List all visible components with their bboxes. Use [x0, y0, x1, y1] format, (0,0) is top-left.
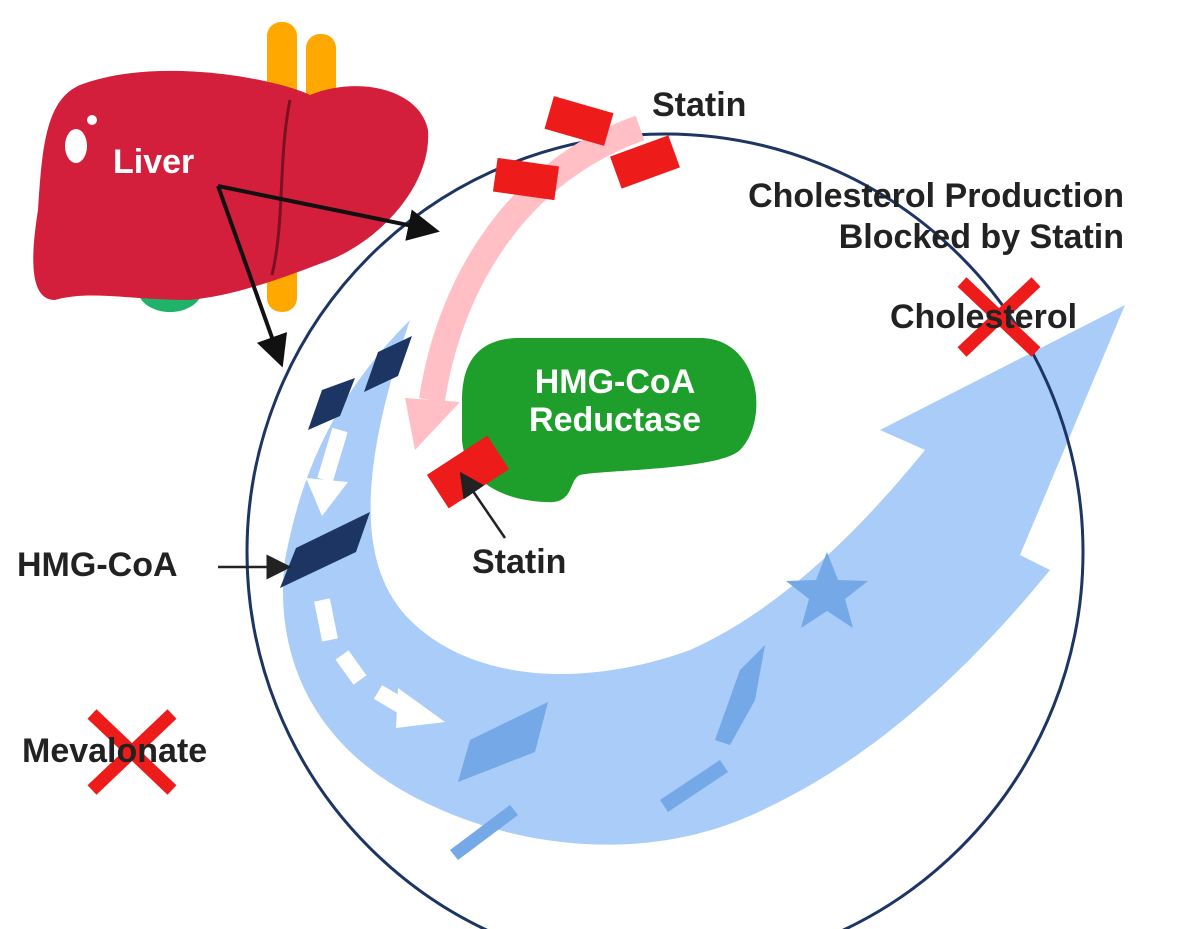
statin-molecule — [610, 135, 680, 189]
pathway-dash-head — [306, 478, 348, 516]
pathway-shape — [715, 645, 765, 745]
cholesterol-label: Cholesterol — [890, 298, 1077, 336]
pathway-shape — [660, 760, 728, 812]
block-cross-icon — [957, 277, 1041, 357]
statin-pointer — [459, 471, 507, 539]
statin-molecule — [492, 157, 560, 201]
pathway-dash — [335, 650, 367, 685]
mevalonate-label: Mevalonate — [22, 732, 207, 770]
pathway-dash-head — [396, 688, 445, 728]
pathway-dash — [314, 598, 338, 642]
liver-shape — [33, 70, 429, 300]
statin-path-arrow — [405, 115, 645, 450]
liver-organ-icon: Liver — [33, 22, 429, 312]
liver-label: Liver — [113, 143, 194, 181]
blocked-label-line2: Blocked by Statin — [839, 218, 1124, 256]
hmg-coa-molecule — [280, 512, 370, 588]
pathway-shape — [450, 805, 518, 860]
liver-arrows — [216, 184, 440, 368]
liver-highlight — [65, 129, 87, 163]
liver-arrow — [217, 184, 440, 241]
liver-lobe-line — [270, 99, 292, 276]
hmg-coa-reductase-enzyme — [462, 338, 757, 503]
pathway-arrow — [283, 305, 1125, 860]
statin-bound-label: Statin — [472, 543, 566, 581]
hmg-coa-molecule — [308, 378, 355, 430]
block-cross-icon — [87, 709, 177, 795]
cell-outline — [245, 132, 1085, 929]
blocked-label-line1: Cholesterol Production — [748, 177, 1124, 215]
pathway-shape — [458, 702, 548, 782]
enzyme-label-line1: HMG-CoA — [535, 363, 696, 401]
statin-path-body — [419, 115, 645, 402]
hmg-coa-molecules — [280, 336, 412, 588]
pathway-dash — [317, 427, 348, 483]
star-mark-icon — [786, 552, 868, 628]
enzyme-label-line2: Reductase — [529, 401, 701, 439]
statin-molecule — [544, 96, 614, 146]
statin-top-label: Statin — [652, 86, 746, 124]
pathway-body — [283, 305, 1125, 845]
liver-arrow — [216, 185, 288, 368]
liver-highlight — [87, 115, 97, 125]
statin-path-head — [405, 398, 460, 450]
hmg-coa-molecule — [364, 336, 412, 392]
hmg-coa-label: HMG-CoA — [17, 546, 178, 584]
